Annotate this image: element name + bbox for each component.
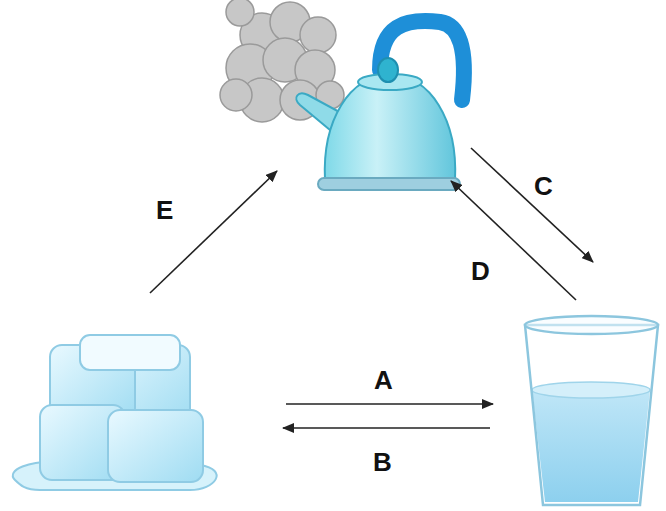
arrow-letter: E bbox=[156, 197, 173, 223]
arrow-letter: D bbox=[471, 258, 490, 284]
kettle bbox=[296, 21, 464, 190]
arrow-letter: C bbox=[534, 173, 553, 199]
ice-cubes bbox=[13, 335, 217, 490]
arrows bbox=[150, 148, 593, 428]
arrow-letter: B bbox=[373, 449, 392, 475]
arrow-letter: A bbox=[374, 367, 393, 393]
glass-of-water bbox=[525, 316, 658, 505]
